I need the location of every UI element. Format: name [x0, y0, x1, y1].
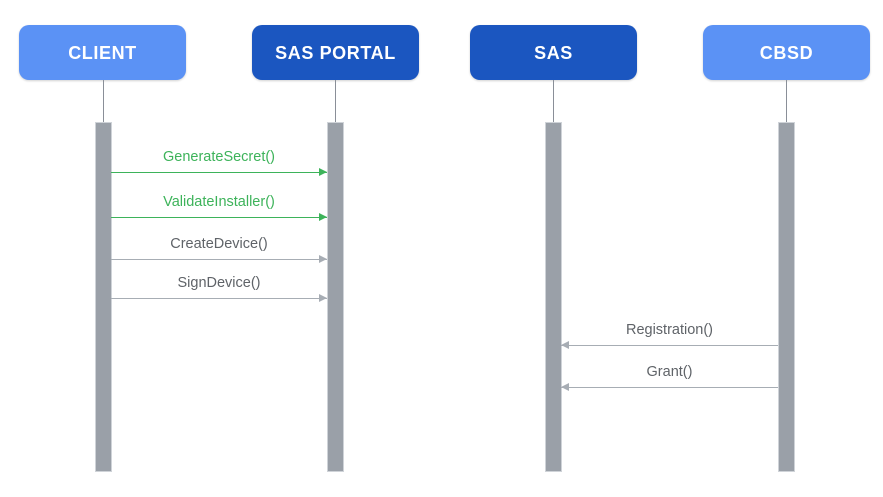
participant-box-sas[interactable]: SAS — [470, 25, 637, 80]
message-line — [111, 172, 327, 174]
message-label: ValidateInstaller() — [163, 193, 275, 210]
participant-label: SAS — [534, 42, 573, 63]
arrowhead-left-icon — [561, 341, 569, 350]
lifeline-stem-sas — [553, 80, 554, 122]
message-line — [111, 217, 327, 219]
lifeline-stem-cbsd — [786, 80, 787, 122]
message-label: Registration() — [625, 321, 714, 338]
participant-label: SAS PORTAL — [275, 42, 396, 63]
participant-box-cbsd[interactable]: CBSD — [703, 25, 870, 80]
arrowhead-left-icon — [561, 383, 569, 392]
message-label: GenerateSecret() — [162, 148, 276, 165]
participant-box-sas-portal[interactable]: SAS PORTAL — [252, 25, 419, 80]
activation-bar-client — [95, 122, 112, 472]
message-line — [561, 387, 778, 389]
message-line — [111, 259, 327, 261]
message-label: CreateDevice() — [170, 235, 268, 252]
message-line — [561, 345, 778, 347]
participant-label: CBSD — [759, 42, 814, 63]
message-line — [111, 298, 327, 300]
arrowhead-right-icon — [319, 168, 327, 177]
activation-bar-sas-portal — [327, 122, 344, 472]
activation-bar-cbsd — [778, 122, 795, 472]
arrowhead-right-icon — [319, 213, 327, 222]
lifeline-stem-sas-portal — [335, 80, 336, 122]
message-label: Grant() — [646, 363, 693, 380]
arrowhead-right-icon — [319, 294, 327, 303]
participant-box-client[interactable]: CLIENT — [19, 25, 186, 80]
arrowhead-right-icon — [319, 255, 327, 264]
message-label: SignDevice() — [177, 274, 261, 291]
participant-label: CLIENT — [68, 42, 137, 63]
lifeline-stem-client — [103, 80, 104, 122]
activation-bar-sas — [545, 122, 562, 472]
